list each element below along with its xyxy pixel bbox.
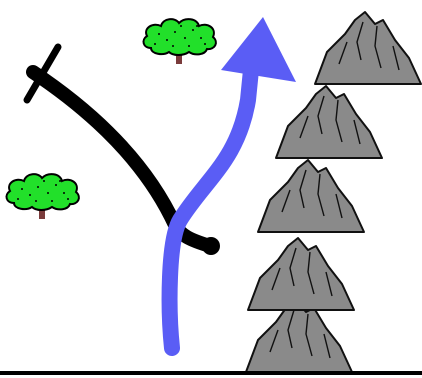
black-road (23, 43, 220, 255)
mountain-icon (275, 85, 383, 159)
road-end-dot (202, 237, 220, 255)
tree-icon (5, 173, 80, 219)
tree-icon (142, 18, 217, 64)
mountain-icon (247, 237, 355, 311)
route-arrow-head (221, 17, 296, 82)
road-barrier-icon (23, 43, 62, 104)
mountain-icon (314, 11, 422, 85)
mountain-icon (257, 159, 365, 233)
mountain-icon (245, 299, 353, 373)
mountain-range (245, 11, 422, 373)
route-arrow (161, 17, 296, 356)
